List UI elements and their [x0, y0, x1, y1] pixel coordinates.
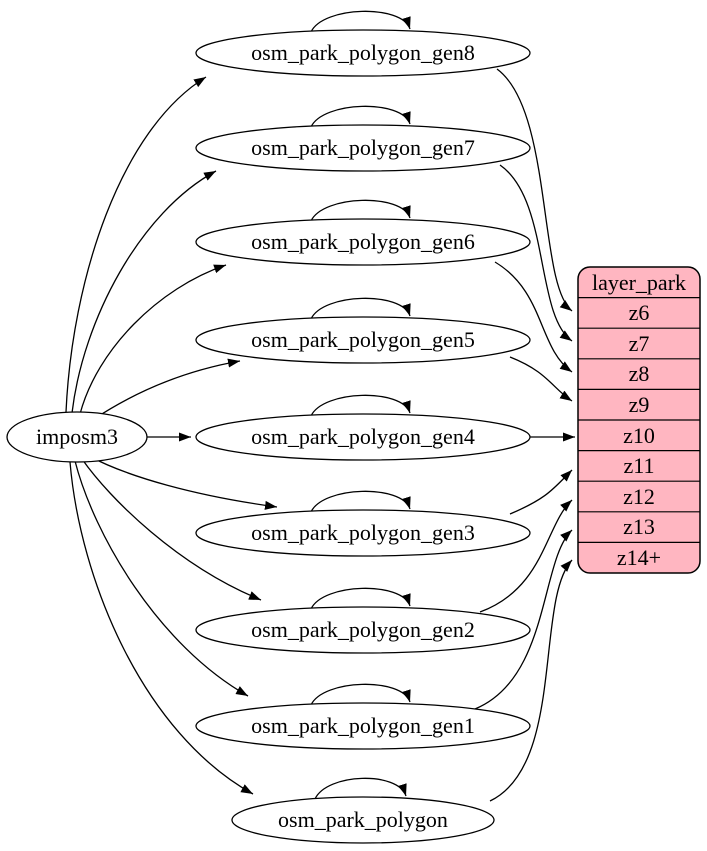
node-osm-park-polygon-gen3: osm_park_polygon_gen3: [195, 509, 531, 557]
node-label: osm_park_polygon_gen1: [251, 713, 475, 738]
edge-osm-park-polygon-gen5-to-z9: [509, 356, 573, 402]
edges-to-layer-park: [474, 68, 575, 802]
edges-from-imposm3: [65, 76, 278, 795]
edge-osm-park-polygon-to-z14plus: [489, 559, 573, 802]
self-loop-osm-park-polygon-gen3: [310, 490, 411, 513]
edge-imposm3-to-osm-park-polygon-gen5: [93, 358, 241, 420]
layer-row-label-z6: z6: [629, 300, 650, 325]
layer-row-label-z14plus: z14+: [617, 545, 661, 570]
node-osm-park-polygon-gen2: osm_park_polygon_gen2: [195, 606, 531, 654]
edge-osm-park-polygon-gen7-to-z7: [499, 164, 573, 342]
self-loop-osm-park-polygon-gen5: [310, 297, 411, 320]
node-osm-park-polygon-gen8: osm_park_polygon_gen8: [195, 29, 531, 77]
self-loop-osm-park-polygon-gen1: [310, 683, 411, 706]
layer-row-label-z13: z13: [623, 514, 655, 539]
node-label: osm_park_polygon_gen7: [251, 135, 475, 160]
node-label: osm_park_polygon_gen4: [251, 424, 475, 449]
node-label: osm_park_polygon_gen3: [251, 520, 475, 545]
node-osm-park-polygon: osm_park_polygon: [231, 796, 495, 844]
edge-imposm3-to-osm-park-polygon: [69, 461, 254, 795]
node-label: osm_park_polygon_gen8: [251, 40, 475, 65]
layer-row-label-z8: z8: [629, 361, 650, 386]
layer-row-label-z10: z10: [623, 423, 655, 448]
node-layer-park: layer_park z6 z7 z8 z9 z10 z11 z12 z13 z…: [577, 266, 701, 574]
edge-osm-park-polygon-gen6-to-z8: [494, 261, 573, 373]
edge-osm-park-polygon-gen1-to-z13: [474, 529, 573, 710]
node-osm-park-polygon-gen7: osm_park_polygon_gen7: [195, 124, 531, 172]
table-ellipse: [195, 316, 531, 364]
node-osm-park-polygon-gen1: osm_park_polygon_gen1: [195, 702, 531, 750]
self-loop-osm-park-polygon: [314, 777, 407, 800]
table-ellipse: [195, 413, 531, 461]
layer-row-label-z12: z12: [623, 484, 655, 509]
table-ellipse: [195, 702, 531, 750]
edge-imposm3-to-osm-park-polygon-gen1: [74, 460, 249, 697]
node-label: osm_park_polygon_gen2: [251, 617, 475, 642]
node-osm-park-polygon-gen6: osm_park_polygon_gen6: [195, 218, 531, 266]
self-loop-osm-park-polygon-gen8: [310, 10, 411, 33]
self-loop-osm-park-polygon-gen7: [310, 105, 411, 128]
node-osm-park-polygon-gen4: osm_park_polygon_gen4: [195, 413, 531, 461]
edge-imposm3-to-osm-park-polygon-gen8: [65, 76, 207, 413]
node-label: imposm3: [36, 424, 118, 449]
node-label: osm_park_polygon: [278, 807, 448, 832]
imposm3-ellipse: [6, 411, 148, 463]
node-imposm3: imposm3: [6, 411, 148, 463]
node-label: osm_park_polygon_gen6: [251, 229, 475, 254]
table-ellipse: [195, 124, 531, 172]
self-loop-osm-park-polygon-gen2: [310, 587, 411, 610]
edge-osm-park-polygon-gen2-to-z12: [479, 499, 573, 613]
table-ellipse: [195, 606, 531, 654]
node-osm-park-polygon-gen5: osm_park_polygon_gen5: [195, 316, 531, 364]
node-label: osm_park_polygon_gen5: [251, 327, 475, 352]
self-loop-osm-park-polygon-gen4: [310, 394, 411, 417]
edge-imposm3-to-osm-park-polygon-gen2: [81, 458, 262, 601]
edge-imposm3-to-osm-park-polygon-gen3: [88, 455, 278, 510]
table-ellipse: [195, 218, 531, 266]
layer-row-label-z11: z11: [624, 453, 655, 478]
edge-imposm3-to-osm-park-polygon-gen7: [71, 170, 217, 414]
edge-osm-park-polygon-gen3-to-z11: [509, 469, 573, 515]
layer-row-label-z9: z9: [629, 392, 650, 417]
layer-row-label-z7: z7: [629, 331, 650, 356]
table-ellipse: [195, 509, 531, 557]
table-ellipse: [231, 796, 495, 844]
self-loop-osm-park-polygon-gen6: [310, 199, 411, 222]
self-loop-edges: [310, 10, 411, 800]
edge-imposm3-to-osm-park-polygon-gen6: [79, 264, 227, 415]
layer-title: layer_park: [592, 270, 686, 295]
table-ellipse: [195, 29, 531, 77]
edge-osm-park-polygon-gen8-to-z6: [496, 68, 573, 312]
